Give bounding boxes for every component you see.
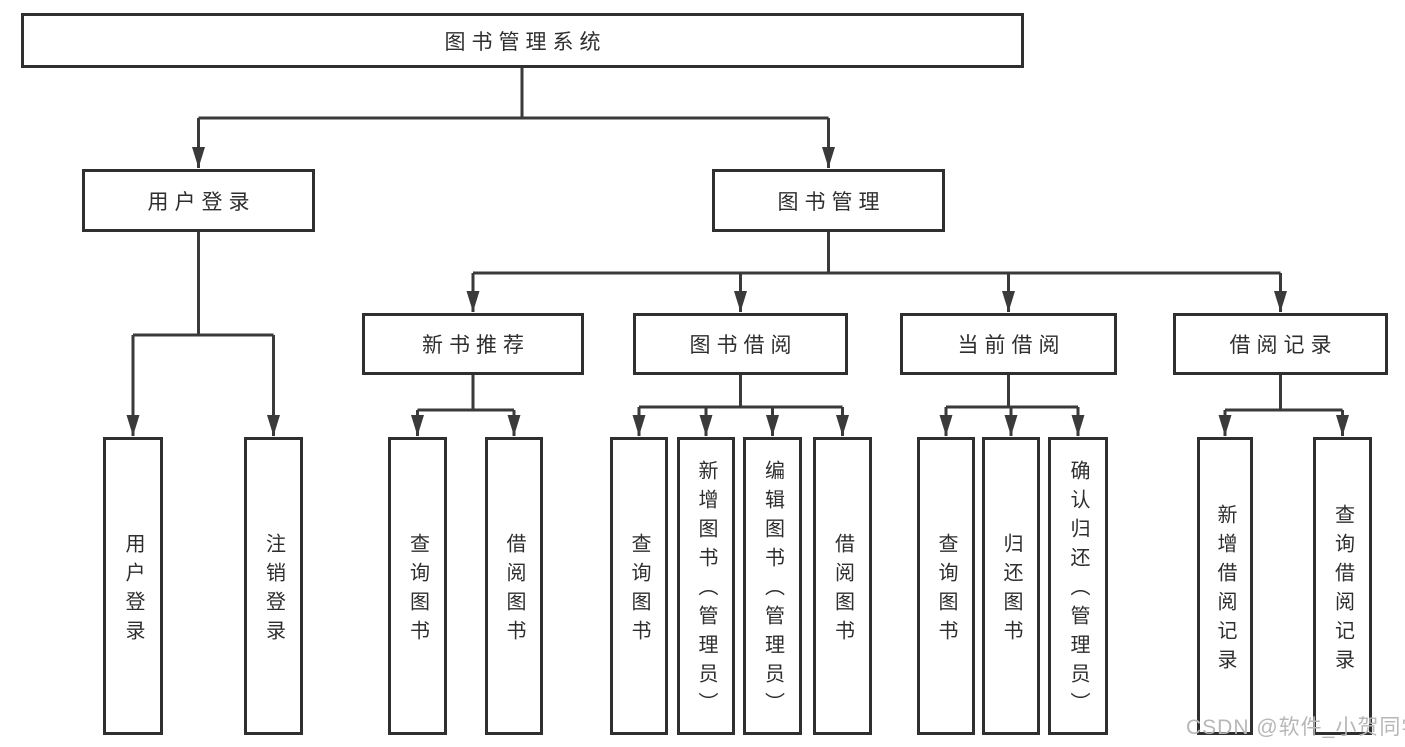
node-current-borrow-label: 当前借阅	[957, 334, 1066, 357]
node-new-book-recommend-label: 新书推荐	[422, 334, 530, 357]
leaf-label: 用户登录	[122, 532, 144, 649]
node-book-borrow: 图书借阅	[633, 313, 848, 375]
connector-new-book-trunk	[417, 375, 514, 412]
node-book-borrow-label: 图书借阅	[689, 334, 798, 357]
connector-book-mgmt-trunk	[473, 232, 1281, 275]
node-leaf-borrow-books: 借阅图书	[813, 437, 872, 735]
leaf-label: 新增图书（管理员）	[695, 460, 717, 721]
node-current-borrow: 当前借阅	[900, 313, 1117, 375]
leaf-label: 查询图书	[628, 532, 650, 649]
node-library-system: 图书管理系统	[21, 13, 1024, 68]
watermark: CSDN @软件_小贺同学	[1186, 716, 1405, 739]
node-leaf-query-books: 查询图书	[388, 437, 447, 735]
node-new-book-recommend: 新书推荐	[362, 313, 584, 375]
node-leaf-query-books: 查询图书	[610, 437, 668, 735]
leaf-label: 注销登录	[262, 532, 285, 649]
node-leaf-user-login: 用户登录	[103, 437, 163, 735]
leaf-label: 借阅图书	[831, 532, 854, 649]
node-leaf-return-books: 归还图书	[982, 437, 1040, 735]
node-leaf-query-borrow-record: 查询借阅记录	[1313, 437, 1372, 735]
leaf-label: 查询图书	[935, 532, 957, 649]
connector-user-login-trunk	[133, 232, 274, 337]
leaf-label: 编辑图书（管理员）	[761, 460, 784, 721]
node-leaf-add-books-admin: 新增图书（管理员）	[677, 437, 735, 735]
connector-root-trunk	[198, 68, 829, 120]
node-leaf-logout: 注销登录	[244, 437, 303, 735]
leaf-label: 确认归还（管理员）	[1067, 460, 1089, 721]
leaf-label: 新增借阅记录	[1214, 503, 1236, 678]
node-leaf-edit-books-admin: 编辑图书（管理员）	[743, 437, 802, 735]
node-user-login: 用户登录	[82, 169, 315, 232]
leaf-label: 查询借阅记录	[1331, 503, 1354, 678]
node-borrow-records: 借阅记录	[1173, 313, 1388, 375]
connector-current-borrow-trunk	[946, 375, 1078, 409]
node-borrow-records-label: 借阅记录	[1229, 334, 1338, 357]
node-leaf-borrow-books: 借阅图书	[485, 437, 543, 735]
leaf-label: 归还图书	[1000, 532, 1022, 649]
node-leaf-query-books: 查询图书	[917, 437, 975, 735]
node-book-management-label: 图书管理	[777, 190, 886, 214]
node-leaf-add-borrow-record: 新增借阅记录	[1197, 437, 1253, 735]
leaf-label: 借阅图书	[503, 532, 525, 649]
connector-book-borrow-trunk	[639, 375, 843, 409]
node-library-system-label: 图书管理系统	[444, 30, 607, 54]
connector-borrow-records-trunk	[1225, 375, 1343, 412]
node-user-login-label: 用户登录	[147, 190, 256, 214]
node-leaf-confirm-return-admin: 确认归还（管理员）	[1048, 437, 1108, 735]
node-book-management: 图书管理	[712, 169, 945, 232]
leaf-label: 查询图书	[406, 532, 429, 649]
